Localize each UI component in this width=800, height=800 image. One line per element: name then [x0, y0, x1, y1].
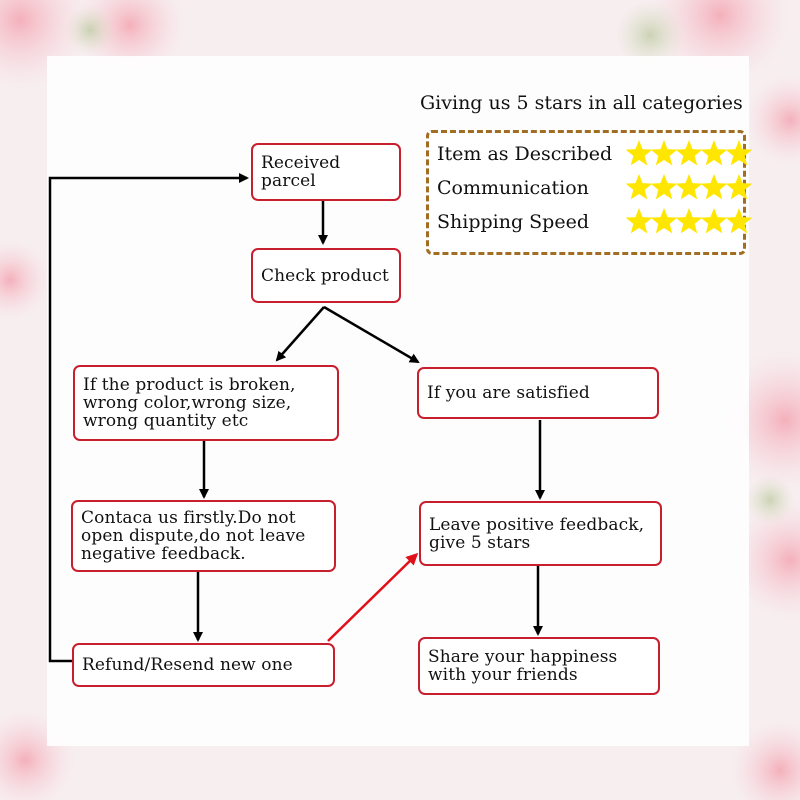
node-label: If the product is broken, wrong color,wr… [83, 375, 296, 431]
arrow-check-to-satisfied [323, 305, 420, 364]
star-icon [625, 208, 653, 234]
node-label: If you are satisfied [427, 383, 590, 403]
node-check-product: Check product [251, 248, 401, 303]
star-icon [700, 140, 728, 166]
node-label: Check product [261, 265, 389, 286]
star-icon [650, 140, 678, 166]
arrow-refund-to-leave [327, 552, 419, 642]
star-icon [650, 174, 678, 200]
node-product-broken: If the product is broken, wrong color,wr… [73, 365, 339, 441]
node-share-happiness: Share your happiness with your friends [418, 637, 660, 695]
star-icon [700, 208, 728, 234]
star-icon [625, 140, 653, 166]
node-label: Refund/Resend new one [82, 655, 293, 675]
star-icon [625, 174, 653, 200]
star-icon [675, 140, 703, 166]
rating-label: Communication [437, 177, 589, 199]
node-label: Received parcel [261, 153, 341, 191]
arrow-check-to-broken [275, 306, 325, 362]
star-icon [725, 140, 753, 166]
node-leave-feedback: Leave positive feedback, give 5 stars [419, 501, 662, 566]
rating-label: Item as Described [437, 143, 613, 165]
star-icon [725, 174, 753, 200]
star-icon [650, 208, 678, 234]
rating-box: Item as Described Communication Shipping… [426, 130, 753, 255]
node-satisfied: If you are satisfied [417, 367, 659, 419]
rating-row-shipping-speed: Shipping Speed [437, 207, 753, 237]
rating-label: Shipping Speed [437, 211, 589, 233]
node-label: Leave positive feedback, give 5 stars [429, 514, 645, 553]
star-icon [675, 174, 703, 200]
node-received-parcel: Received parcel [251, 143, 401, 201]
node-refund-resend: Refund/Resend new one [72, 643, 335, 687]
rating-row-communication: Communication [437, 173, 753, 203]
rating-row-item-as-described: Item as Described [437, 139, 753, 169]
node-contact-us: Contaca us firstly.Do not open dispute,d… [71, 500, 336, 572]
star-icon [725, 208, 753, 234]
star-icon [675, 208, 703, 234]
node-label: Share your happiness with your friends [428, 647, 618, 685]
rating-title: Giving us 5 stars in all categories [420, 92, 743, 114]
arrow-refund-to-received [48, 173, 249, 663]
star-icon [700, 174, 728, 200]
node-label: Contaca us firstly.Do not open dispute,d… [81, 508, 306, 564]
